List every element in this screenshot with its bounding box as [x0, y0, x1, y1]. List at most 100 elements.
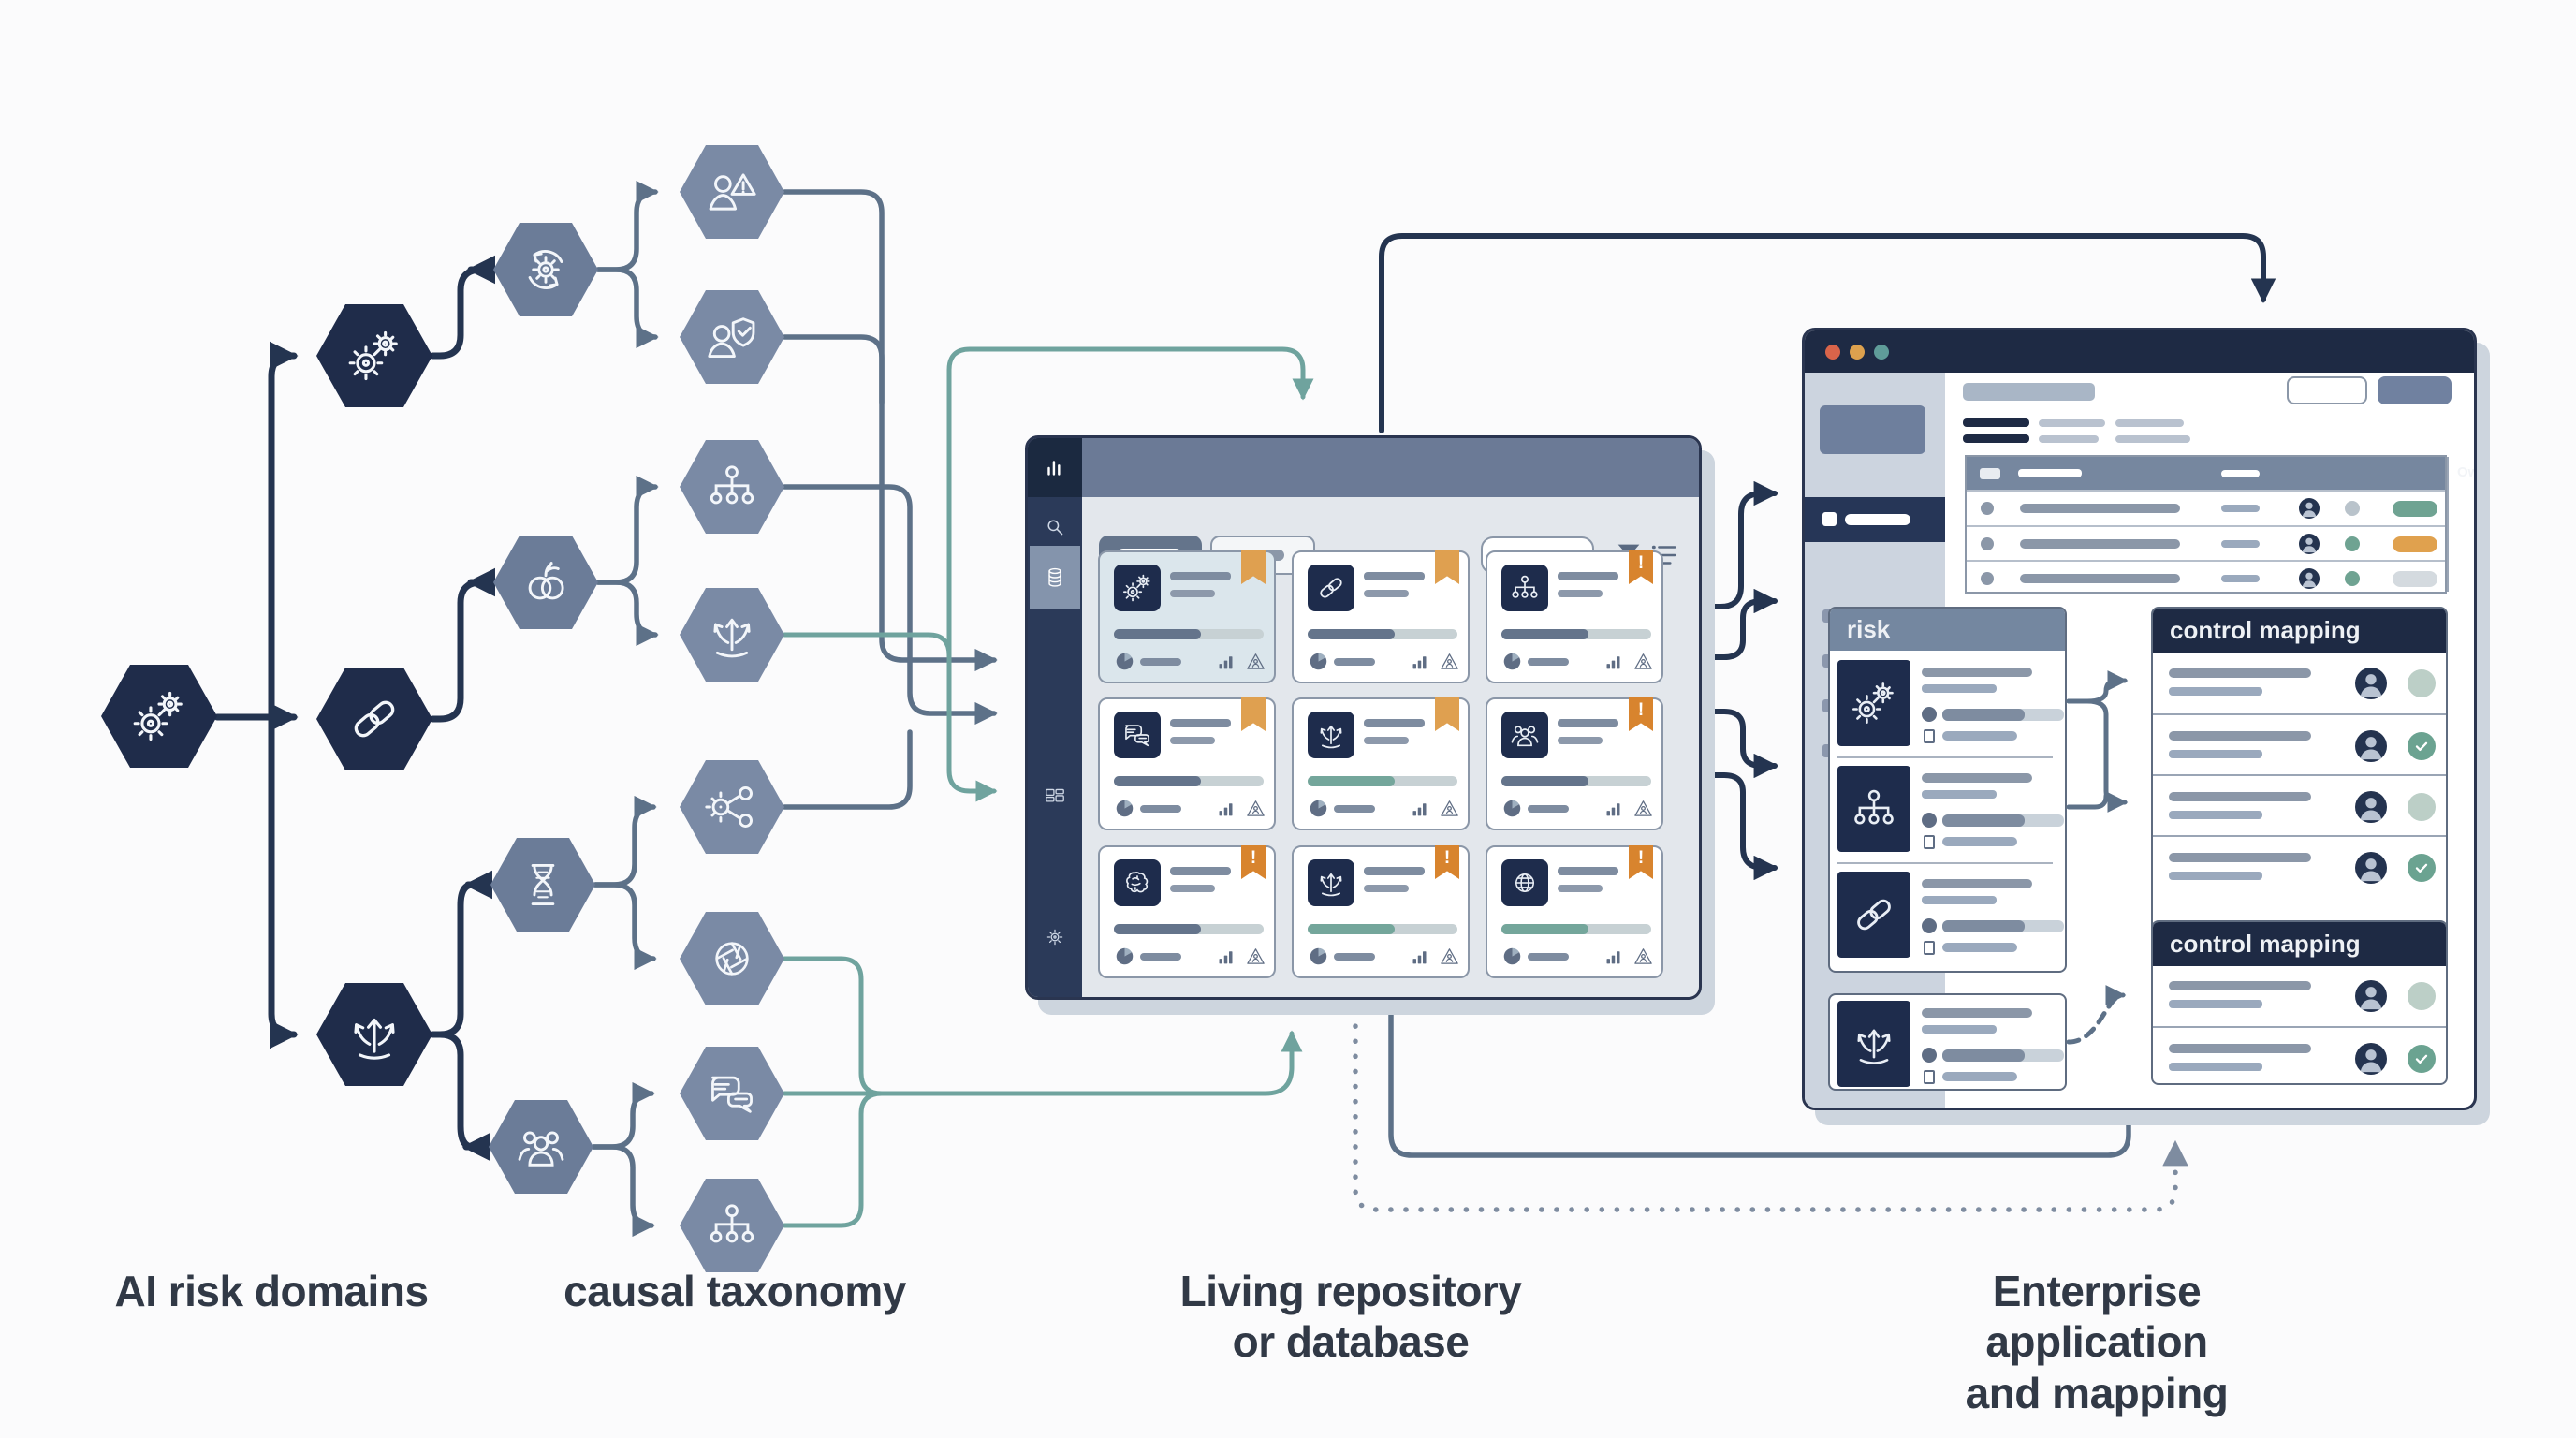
sidebar-item-database[interactable]: [1030, 546, 1080, 609]
sidebar-item-active[interactable]: [1805, 497, 1945, 542]
bookmark-ribbon: [1435, 697, 1459, 731]
bookmark-ribbon: [1435, 550, 1459, 584]
risk-item-branch[interactable]: [1830, 995, 2065, 1089]
chain-icon: [351, 697, 398, 741]
org-chart-icon: [710, 1204, 754, 1243]
progress-bar: [1114, 776, 1264, 786]
progress-bar: [1501, 629, 1651, 639]
table-row[interactable]: [1967, 560, 2445, 594]
mini-bars-icon: [1412, 951, 1427, 964]
secondary-button[interactable]: [2287, 376, 2367, 404]
control-mapping-row[interactable]: [2153, 1026, 2446, 1083]
person-shield-icon: [708, 317, 755, 358]
people-icon: [518, 1131, 564, 1167]
repository-titlebar: [1028, 438, 1699, 497]
control-mapping-panel-2: control mapping: [2151, 920, 2448, 1085]
risk-item-chain[interactable]: [1830, 862, 2065, 968]
maximize-button[interactable]: [1874, 345, 1889, 360]
pie-chart-icon: [1503, 800, 1521, 817]
card-title-line: [1170, 572, 1231, 580]
minimize-button[interactable]: [1850, 345, 1865, 360]
bar-chart-icon: [1047, 460, 1061, 476]
hex-node-venn: [493, 536, 598, 629]
table-row[interactable]: [1967, 490, 2445, 524]
card-subtitle-line: [1558, 590, 1603, 597]
risk-card-gears[interactable]: [1098, 550, 1276, 683]
pie-chart-icon: [1310, 653, 1327, 670]
text-line: [1963, 418, 2029, 427]
metric-line: [1528, 953, 1569, 961]
bookmark-ribbon-alert: !: [1241, 845, 1266, 879]
mini-bars-icon: [1606, 803, 1620, 816]
risk-card-branch[interactable]: [1292, 697, 1470, 830]
primary-button[interactable]: [2378, 376, 2452, 404]
progress-bar: [1114, 924, 1264, 934]
pending-status-icon: [2408, 981, 2436, 1010]
metric-line: [1140, 805, 1181, 813]
control-mapping-row[interactable]: [2153, 774, 2446, 835]
mini-bars-icon: [1412, 803, 1427, 816]
risk-card-people[interactable]: !: [1486, 697, 1663, 830]
control-mapping-header: control mapping: [2153, 922, 2446, 966]
control-mapping-row[interactable]: [2153, 965, 2446, 1026]
metric-line: [1334, 953, 1375, 961]
repository-sidebar: [1028, 438, 1082, 997]
assignee-avatar: [2355, 667, 2387, 699]
metric-line: [1528, 658, 1569, 666]
risk-card-globe[interactable]: !: [1486, 845, 1663, 978]
owner-avatar: [2299, 498, 2320, 519]
table-header: Ownership Status: [1967, 457, 2474, 490]
progress-bar: [1308, 924, 1457, 934]
bookmark-ribbon-alert: !: [1629, 550, 1653, 584]
owner-avatar: [2299, 533, 2320, 554]
risk-card-branch[interactable]: !: [1292, 845, 1470, 978]
card-subtitle-line: [1170, 737, 1215, 744]
risk-card-org-chart[interactable]: !: [1486, 550, 1663, 683]
person-warning-icon: [709, 173, 756, 211]
risk-item-gears[interactable]: [1830, 651, 2065, 756]
hex-node-gear-share: [680, 760, 784, 854]
hex-node-split: [316, 983, 432, 1086]
card-title-line: [1364, 867, 1425, 875]
search-icon[interactable]: [1043, 515, 1067, 539]
metric-line: [1140, 658, 1181, 666]
control-mapping-row[interactable]: [2153, 835, 2446, 896]
control-mapping-row[interactable]: [2153, 653, 2446, 713]
risk-card-chat[interactable]: [1098, 697, 1276, 830]
card-title-line: [1364, 719, 1425, 727]
table-row[interactable]: [1967, 524, 2445, 560]
card-subtitle-line: [1364, 737, 1409, 744]
card-subtitle-line: [1364, 590, 1409, 597]
gear-share-icon: [705, 786, 753, 828]
hex-node-org-chart: [680, 440, 784, 534]
hex-node-branch: [680, 588, 784, 682]
risk-card-chain[interactable]: [1292, 550, 1470, 683]
branch-icon: [713, 618, 751, 658]
bookmark-ribbon-alert: !: [1435, 845, 1459, 879]
status-badge: [2393, 501, 2437, 517]
text-line: [2039, 435, 2099, 443]
owner-avatar: [2299, 568, 2320, 589]
hourglass-icon: [531, 864, 555, 905]
card-title-line: [1170, 719, 1231, 727]
risk-item-org-chart[interactable]: [1830, 756, 2065, 862]
control-mapping-row[interactable]: [2153, 713, 2446, 774]
owner-dot: [2345, 536, 2360, 551]
branch-icon: [1308, 859, 1354, 906]
assignee-avatar: [2355, 790, 2387, 823]
check-status-icon: [2408, 731, 2436, 760]
gear-icon[interactable]: [1043, 925, 1067, 949]
taxonomy-to-repository-connectors: [782, 189, 998, 810]
pie-chart-icon: [1116, 800, 1134, 817]
hazard-person-icon: [1247, 800, 1265, 816]
kanban-icon[interactable]: [1043, 785, 1067, 809]
risk-card-brain[interactable]: !: [1098, 845, 1276, 978]
select-all-checkbox[interactable]: [1980, 468, 2000, 479]
pending-status-icon: [2408, 792, 2436, 821]
hex-node-person-warning: [680, 145, 784, 239]
status-badge: [2393, 571, 2437, 587]
close-button[interactable]: [1825, 345, 1840, 360]
assignee-avatar: [2355, 1042, 2387, 1075]
caption-enterprise-application: Enterprise application and mapping: [1965, 1267, 2229, 1417]
progress-bar: [1501, 776, 1651, 786]
